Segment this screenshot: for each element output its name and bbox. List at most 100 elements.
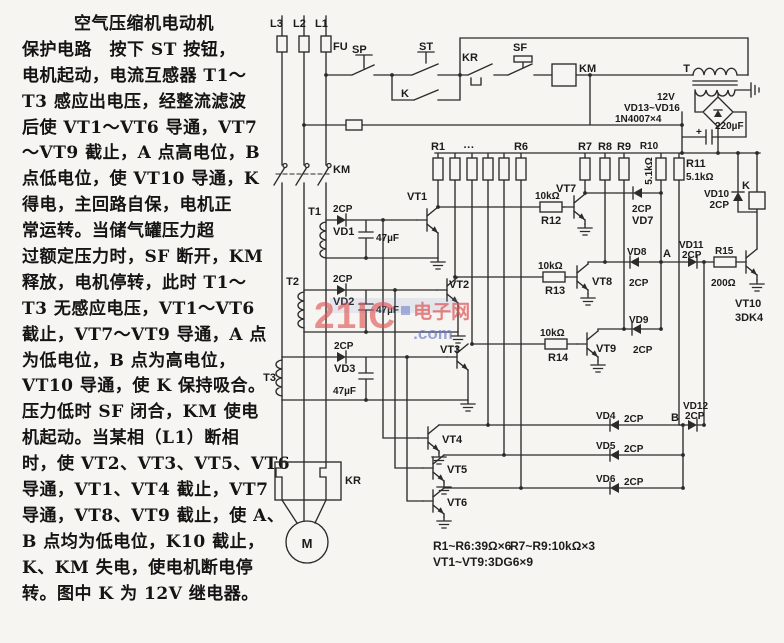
label-fu: FU (333, 41, 348, 53)
label-t2: T2 (286, 276, 299, 288)
text-line: 电机起动，电流互感器 T1～ (22, 65, 247, 86)
r14-resistor (544, 338, 568, 350)
kr-thermal-relay-box (274, 461, 342, 501)
label-vd12: VD12 (683, 401, 708, 412)
label-vt3: VT3 (440, 344, 460, 356)
text-line: 常运转。当储气罐压力超 (22, 221, 215, 242)
label-vd4: VD4 (596, 411, 616, 422)
label-vt5: VT5 (447, 464, 467, 476)
vd3-diode (336, 350, 347, 364)
label-vd11-type: 2CP (682, 250, 702, 261)
text-line: 点低电位，使 VT10 导通，K (22, 169, 260, 190)
label-vd11: VD11 (679, 240, 704, 251)
label-l3: L3 (270, 18, 283, 30)
label-vt4: VT4 (442, 434, 463, 446)
vt5-transistor (422, 454, 445, 482)
label-r14: R14 (548, 352, 569, 364)
label-st: ST (419, 41, 433, 53)
label-r7: R7 (578, 141, 592, 153)
r9-resistor (618, 157, 630, 181)
r11-resistor (673, 157, 685, 181)
text-line: 转。图中 K 为 12V 继电器。 (22, 583, 259, 604)
label-vd1: VD1 (333, 226, 354, 238)
r3-resistor (466, 157, 478, 181)
label-t: T (683, 63, 690, 75)
label-plus: + (696, 127, 702, 138)
text-line: B 点均为低电位，K10 截止， (22, 531, 265, 552)
vt9-transistor (576, 330, 599, 358)
label-vd10-type: 2CP (710, 200, 730, 211)
label-r10: R10 (640, 141, 659, 152)
label-motor: M (302, 536, 313, 551)
text-line: 空气压缩机电动机 (74, 14, 214, 34)
text-line: 导通，VT1、VT4 截止，VT7 (22, 480, 269, 501)
label-sf: SF (513, 42, 527, 54)
text-line: 过额定压力时，SF 断开，KM (22, 247, 264, 268)
text-line: 得电，主回路自保，电机正 (22, 195, 232, 216)
description-text: 空气压缩机电动机保护电路 按下 ST 按钮， 电机起动，电流互感器 T1～ T3 感… (22, 12, 291, 607)
label-vd3-type: 2CP (334, 341, 354, 352)
text-line: 为低电位，B 点为高电位， (22, 350, 236, 371)
circuit-wiring-power (273, 15, 342, 564)
ground-symbol (450, 331, 466, 344)
label-t1: T1 (308, 206, 321, 218)
bridge-rectifier-icon (714, 110, 722, 117)
vd1-diode (336, 213, 347, 227)
label-vt10: VT10 (735, 298, 761, 310)
label-vd7: VD7 (632, 215, 653, 227)
circuit-wiring-supply (681, 67, 760, 154)
fuse-l3 (276, 35, 288, 53)
ground-symbol (430, 257, 446, 270)
label-r11: R11 (686, 158, 706, 170)
motor-symbol (285, 520, 329, 564)
label-k-contact: K (401, 88, 409, 100)
text-line: 时，使 VT2、VT3、VT5、VT6 (22, 454, 291, 475)
r12-resistor (539, 201, 563, 213)
text-line: T3 感应出电压，经整流滤波 (22, 91, 247, 112)
label-r6: R6 (514, 141, 528, 153)
label-c2: 47µF (376, 305, 399, 316)
label-vd1-type: 2CP (333, 204, 353, 215)
r15-resistor (713, 256, 737, 268)
label-vd8: VD8 (627, 247, 647, 258)
label-vd5: VD5 (596, 441, 616, 452)
label-sp: SP (352, 44, 367, 56)
text-line: 截止，VT7～VT9 导通，A 点 (22, 324, 267, 345)
ground-symbol (590, 360, 606, 373)
label-vd6: VD6 (596, 474, 616, 485)
text-line: 导通，VT8、VT9 截止，使 A、 (22, 505, 285, 526)
label-vd9-type: 2CP (633, 345, 653, 356)
fuse-control (345, 119, 363, 131)
vt4-transistor (417, 424, 440, 452)
text-line: 机起动。当某相（L1）断相 (22, 428, 240, 449)
label-r8: R8 (598, 141, 612, 153)
text-line: VT10 导通，使 K 保持吸合。 (22, 376, 266, 397)
r5-resistor (498, 157, 510, 181)
label-r1: R1 (431, 141, 445, 153)
label-vd13-16: VD13~VD16 (624, 103, 680, 114)
label-vd3: VD3 (334, 363, 355, 375)
label-vt8: VT8 (592, 276, 612, 288)
watermark-band (330, 298, 458, 313)
text-line: 后使 VT1～VT6 导通，VT7 (22, 117, 258, 138)
vt10-transistor (735, 248, 758, 276)
label-note-3: VT1~VT9:3DG6×9 (433, 555, 533, 569)
label-vt1: VT1 (407, 191, 427, 203)
text-line: T3 无感应电压，VT1～VT6 (22, 298, 255, 319)
label-vd4-type: 2CP (624, 414, 644, 425)
ground-symbol (436, 516, 452, 529)
label-t3: T3 (263, 372, 276, 384)
fuse-l1 (320, 35, 332, 53)
sf-pressure-plate (513, 55, 533, 63)
label-vd12-type: 2CP (685, 411, 705, 422)
vd7-diode (632, 186, 643, 200)
label-l1: L1 (315, 18, 328, 30)
text-line: 保护电路 按下 ST 按钮， (22, 39, 236, 60)
label-1n4007: 1N4007×4 (615, 114, 662, 125)
label-vd2: VD2 (333, 296, 354, 308)
r13-resistor (542, 271, 566, 283)
label-kr-contact: KR (462, 52, 478, 64)
r1-resistor (432, 157, 444, 181)
